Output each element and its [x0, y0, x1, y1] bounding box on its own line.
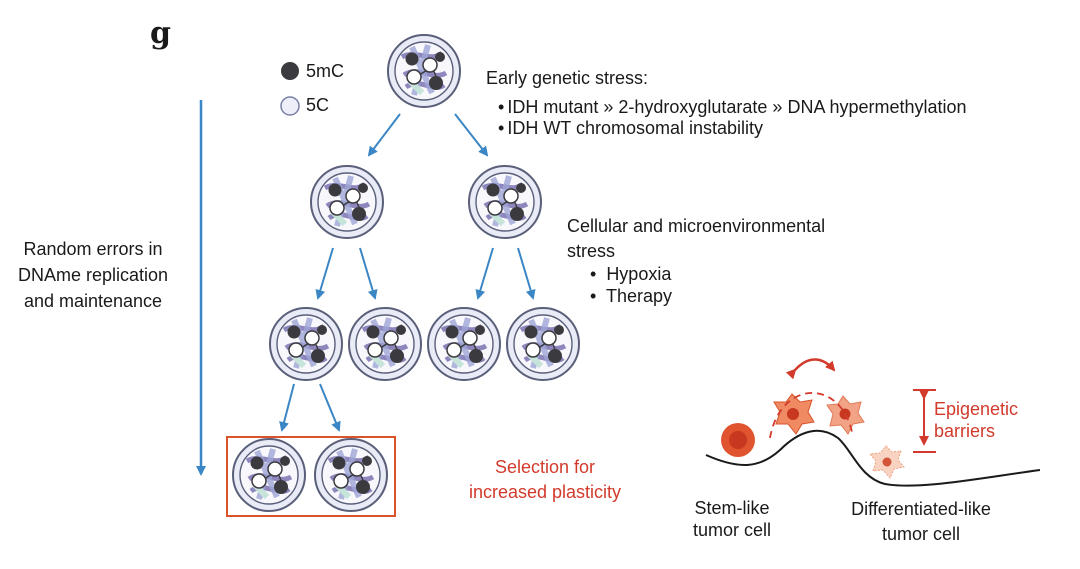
- cell-selected-2: [315, 439, 387, 511]
- early-stress-title: Early genetic stress:: [486, 68, 649, 88]
- panel-letter: g: [150, 16, 171, 51]
- barrier-line-2: barriers: [934, 421, 996, 441]
- arrow-g1r-b: [517, 247, 536, 300]
- cell-selected-1: [233, 439, 305, 511]
- early-stress-item-2-text: IDH WT chromosomal instability: [507, 118, 764, 138]
- selection-line-2: increased plasticity: [468, 482, 622, 502]
- left-axis-line-2: DNAme replication: [17, 265, 169, 285]
- micro-stress-title-line-2: stress: [567, 241, 616, 261]
- epigenetic-landscape: [705, 429, 1041, 487]
- early-stress-item-1-text: IDH mutant » 2-hydroxyglutarate » DNA hy…: [507, 97, 967, 117]
- cell-gen2-4: [507, 308, 579, 380]
- barrier-line-1: Epigenetic: [934, 399, 1019, 419]
- cell-gen1-right: [469, 166, 541, 238]
- early-stress-item-1: IDH mutant » 2-hydroxyglutarate » DNA hy…: [498, 96, 967, 118]
- legend-5c-label: 5C: [306, 95, 330, 115]
- arrow-g1l-b: [359, 247, 378, 300]
- micro-stress-title-line-1: Cellular and microenvironmental: [567, 216, 826, 236]
- micro-stress-item-1-text: Hypoxia: [606, 264, 672, 284]
- diff-label-line-2: tumor cell: [881, 524, 961, 544]
- cell-gen2-2: [349, 308, 421, 380]
- cell-gen2-1: [270, 308, 342, 380]
- left-axis-label: Random errors in DNAme replication and m…: [4, 236, 182, 314]
- arrow-g2-a: [279, 383, 295, 432]
- arrow-root-right: [454, 113, 489, 157]
- selection-box: [226, 436, 396, 517]
- left-axis-line-3: and maintenance: [23, 291, 163, 311]
- legend-5mc-label: 5mC: [306, 61, 345, 81]
- arrow-g2-b: [319, 383, 341, 432]
- arrow-root-left: [367, 113, 401, 157]
- micro-stress-title: Cellular and microenvironmental stress: [567, 214, 825, 264]
- cell-gen2-3: [428, 308, 500, 380]
- stem-label-line-2: tumor cell: [692, 520, 772, 540]
- micro-stress-item-2: Therapy: [590, 285, 672, 307]
- bidirectional-arrow: [785, 358, 836, 380]
- legend-5c-dot: [280, 96, 300, 116]
- micro-stress-item-2-text: Therapy: [605, 286, 673, 306]
- transition-cell-a-icon: [773, 393, 815, 435]
- selection-label: Selection for increased plasticity: [440, 455, 650, 505]
- diff-cell-label: Differentiated-like tumor cell: [826, 497, 1016, 547]
- barrier-label: Epigenetic barriers: [934, 398, 1018, 442]
- arrow-g1l-a: [315, 247, 334, 300]
- differentiated-cell-icon: [868, 445, 905, 479]
- legend-5mc-dot: [281, 62, 299, 80]
- arrow-g1r-a: [475, 247, 494, 300]
- stem-cell-label: Stem-like tumor cell: [672, 497, 792, 541]
- transition-arc: [769, 392, 853, 439]
- stem-label-line-1: Stem-like: [694, 498, 770, 518]
- diff-label-line-1: Differentiated-like: [851, 499, 991, 519]
- micro-stress-item-1: Hypoxia: [590, 263, 671, 285]
- left-axis-line-1: Random errors in: [23, 239, 163, 259]
- selection-line-1: Selection for: [494, 457, 596, 477]
- cell-root: [388, 35, 460, 107]
- early-stress-item-2: IDH WT chromosomal instability: [498, 117, 763, 139]
- cell-gen1-left: [311, 166, 383, 238]
